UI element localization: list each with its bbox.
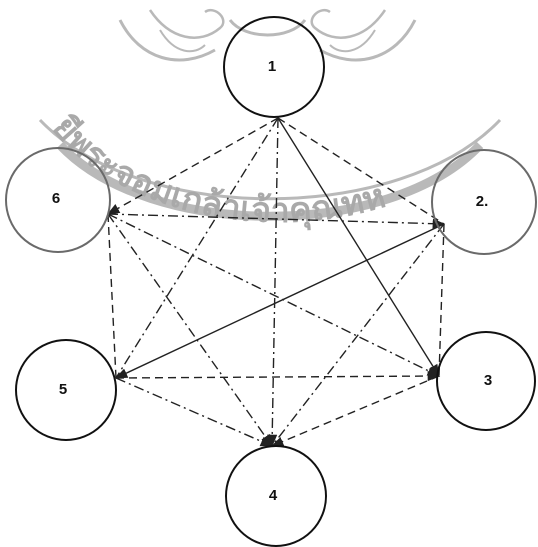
node-6: 6 xyxy=(6,148,110,252)
node-3-label: 3 xyxy=(484,372,492,389)
edge-1-4 xyxy=(272,118,278,446)
edge-2-5 xyxy=(116,224,444,378)
node-4: 4 xyxy=(226,446,326,546)
edge-2-3 xyxy=(439,224,444,376)
node-2-label: 2. xyxy=(476,193,489,210)
edge-6-4 xyxy=(108,214,272,446)
edge-2-4 xyxy=(272,224,444,446)
edges-layer xyxy=(108,118,444,446)
node-5: 5 xyxy=(16,340,116,440)
edge-1-5 xyxy=(116,118,278,378)
node-2: 2. xyxy=(432,150,536,254)
node-1-label: 1 xyxy=(268,58,276,75)
nodes-layer: 1 2. 3 4 5 6 xyxy=(6,17,536,546)
node-1: 1 xyxy=(224,17,324,117)
edge-5-3 xyxy=(116,376,439,378)
edge-6-5 xyxy=(108,214,116,378)
edge-1-3 xyxy=(278,118,439,376)
node-5-label: 5 xyxy=(59,381,67,398)
edge-3-4 xyxy=(272,376,439,446)
node-6-label: 6 xyxy=(52,190,60,207)
node-3: 3 xyxy=(437,332,535,430)
node-4-label: 4 xyxy=(269,487,278,504)
